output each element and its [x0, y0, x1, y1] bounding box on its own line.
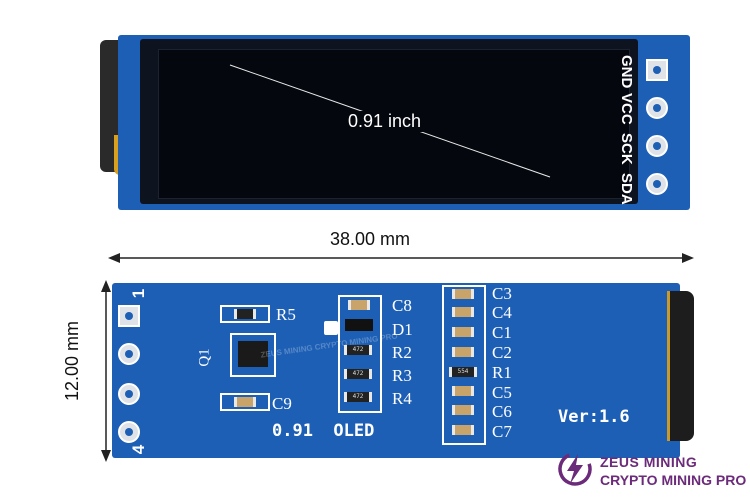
version-label: Ver:1.6 — [558, 407, 630, 427]
c9-component — [234, 397, 256, 407]
pin-label-vcc: VCC — [618, 93, 635, 125]
c3-component — [452, 289, 474, 299]
c6-component — [452, 405, 474, 415]
diagonal-label: 0.91 inch — [344, 111, 426, 132]
c7-label: C7 — [492, 422, 512, 441]
brand-tagline: CRYPTO MINING PRO — [600, 472, 747, 488]
pin-label-sda: SDA — [618, 173, 635, 205]
r1-component: 554 — [449, 367, 477, 377]
c9-footprint — [220, 393, 270, 411]
r2-component: 472 — [344, 345, 372, 355]
pin-pad-vcc — [646, 97, 668, 119]
pin-number-4: 4 — [129, 444, 149, 455]
pin-pad-2 — [118, 343, 140, 365]
board-title: 0.91 OLED — [272, 421, 375, 441]
c5-label: C5 — [492, 383, 512, 402]
connector-right — [667, 291, 694, 441]
pin-pad-1 — [118, 305, 140, 327]
pin-pad-sck — [646, 135, 668, 157]
q1-footprint — [230, 333, 276, 377]
c4-component — [452, 307, 474, 317]
c8-component — [348, 300, 370, 310]
lightning-icon — [558, 452, 592, 486]
c7-component — [452, 425, 474, 435]
pin-pad-3 — [118, 383, 140, 405]
c8-label: C8 — [392, 296, 412, 315]
r3-label: R3 — [392, 366, 412, 385]
r5-component — [234, 309, 256, 319]
height-label: 12.00 mm — [62, 318, 83, 405]
pin-pad-4 — [118, 421, 140, 443]
r4-component: 472 — [344, 392, 372, 402]
white-pad — [324, 321, 338, 335]
right-footprint — [442, 285, 486, 445]
height-dimension-line — [101, 280, 111, 462]
brand-name: ZEUS MINING — [600, 454, 698, 470]
d1-component — [345, 319, 373, 331]
pin-label-sck: SCK — [618, 133, 635, 165]
c2-component — [452, 347, 474, 357]
r4-label: R4 — [392, 389, 412, 408]
brand-logo: ZEUS MINING CRYPTO MINING PRO — [556, 446, 746, 496]
c4-label: C4 — [492, 303, 512, 322]
pin-pad-sda — [646, 173, 668, 195]
r3-component: 472 — [344, 369, 372, 379]
r5-label: R5 — [276, 305, 296, 324]
bottom-module: 1 4 R5 Q1 C9 472 472 472 C8 D1 R2 R3 R4 … — [112, 283, 694, 458]
pin-label-gnd: GND — [618, 55, 635, 89]
q1-label: Q1 — [196, 348, 213, 367]
pin-number-1: 1 — [129, 288, 149, 299]
r1-label: R1 — [492, 363, 512, 382]
width-label: 38.00 mm — [327, 229, 414, 250]
c9-label: C9 — [272, 394, 292, 413]
width-dimension-line — [108, 253, 694, 263]
top-module: 0.91 inch GND VCC SCK SDA — [100, 35, 690, 210]
c1-component — [452, 327, 474, 337]
c3-label: C3 — [492, 284, 512, 303]
bottom-pcb — [112, 283, 680, 458]
middle-footprint — [338, 295, 382, 413]
q1-component — [238, 341, 268, 367]
r2-label: R2 — [392, 343, 412, 362]
r5-footprint — [220, 305, 270, 323]
c5-component — [452, 386, 474, 396]
d1-label: D1 — [392, 320, 413, 339]
c6-label: C6 — [492, 402, 512, 421]
pin-pad-gnd — [646, 59, 668, 81]
c2-label: C2 — [492, 343, 512, 362]
c1-label: C1 — [492, 323, 512, 342]
